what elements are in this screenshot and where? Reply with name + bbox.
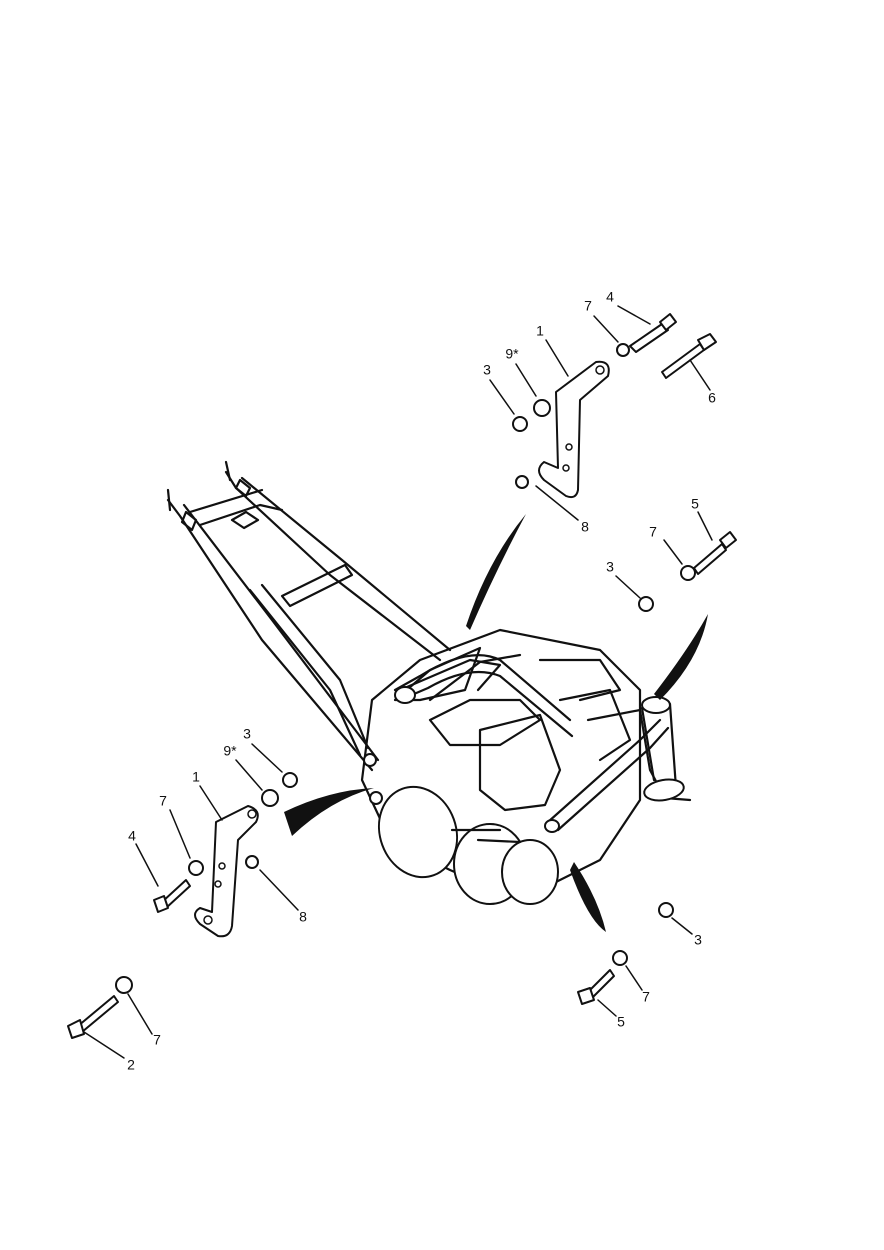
callout-5-upper: 5 [691,496,699,512]
lower-bracket-group [67,772,298,1039]
callout-3-lower-right: 3 [694,932,702,948]
callout-8-upper: 8 [581,519,589,535]
lower-right-fasteners [577,902,674,1005]
callout-7-lower-right: 7 [642,989,650,1005]
callout-2: 2 [127,1057,135,1073]
callout-7-bottom-left: 7 [153,1032,161,1048]
callout-8-lower: 8 [299,909,307,925]
callout-4-lower: 4 [128,828,136,844]
callout-9-lower: 9* [223,743,237,759]
callout-7-mid: 7 [649,524,657,540]
callout-1-lower: 1 [192,769,200,785]
rear-subframe [166,460,452,772]
callout-9-upper: 9* [505,346,519,362]
leader-wedges [284,514,708,932]
callout-3-mid: 3 [606,559,614,575]
callout-4-upper: 4 [606,289,614,305]
engine-assembly [360,628,692,905]
upper-bracket-group [512,313,737,612]
callout-leaders [83,305,713,1059]
callout-1-upper: 1 [536,323,544,339]
callout-3-lower-left: 3 [243,726,251,742]
callout-3-upper: 3 [483,362,491,378]
callout-6: 6 [708,390,716,406]
callout-7-lower-left: 7 [159,793,167,809]
callout-5-lower: 5 [617,1014,625,1030]
callout-labels: 1 9* 3 7 4 6 8 5 7 3 3 9* 1 7 4 8 7 2 3 … [127,289,716,1073]
callout-7-upper: 7 [584,298,592,314]
